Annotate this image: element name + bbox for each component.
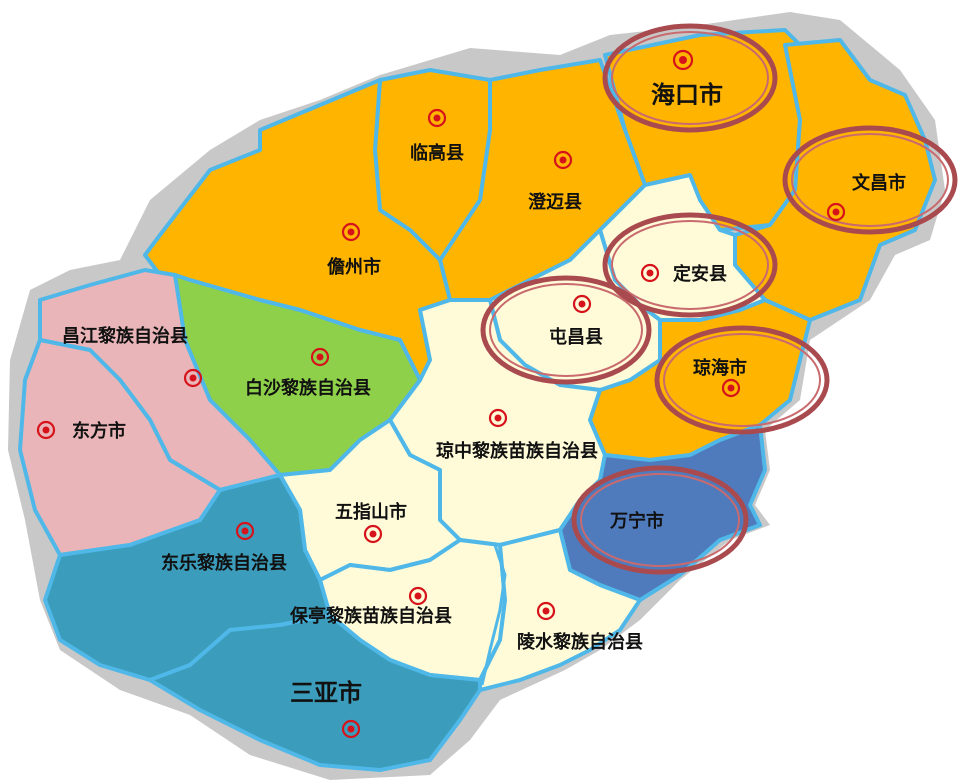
river xyxy=(480,544,507,686)
highlight-circle-icon xyxy=(654,325,830,435)
label-haikou: 海口市 xyxy=(651,81,723,109)
city-marker-icon xyxy=(341,719,361,739)
label-baoting: 保亭黎族苗族自治县 xyxy=(289,605,452,627)
label-sanya: 三亚市 xyxy=(290,679,362,707)
city-marker-icon xyxy=(721,378,741,398)
label-wuzhishan: 五指山市 xyxy=(335,501,407,523)
city-marker-icon xyxy=(672,49,694,71)
highlight-circle-icon xyxy=(602,212,778,318)
highlight-circle-icon xyxy=(480,275,652,385)
city-marker-icon xyxy=(553,150,573,170)
region-sanya[interactable] xyxy=(148,613,482,772)
region-labels: 海口市 临高县 澄迈县 文昌市 儋州市 定安县 屯昌县 昌江黎族自治县 白沙黎族… xyxy=(62,81,906,707)
highlight-circle-icon xyxy=(602,23,778,133)
city-marker-icon xyxy=(640,263,660,283)
region-lingshui[interactable] xyxy=(478,528,642,692)
city-marker-icon xyxy=(341,222,361,242)
label-lingao: 临高县 xyxy=(410,142,464,164)
label-baisha: 白沙黎族自治县 xyxy=(245,377,371,399)
label-qionghai: 琼海市 xyxy=(693,357,747,379)
city-marker-icon xyxy=(572,294,592,314)
city-marker-icon xyxy=(536,601,556,621)
city-marker-icon xyxy=(183,368,203,388)
label-chengmai: 澄迈县 xyxy=(528,191,582,213)
city-marker-icon xyxy=(310,347,330,367)
city-marker-icon xyxy=(363,524,383,544)
highlight-circles xyxy=(480,23,958,575)
label-danzhou: 儋州市 xyxy=(327,256,381,278)
city-marker-icon xyxy=(235,521,255,541)
label-dongfang: 东方市 xyxy=(72,420,126,442)
highlight-circle-icon xyxy=(782,125,958,235)
city-marker-icon xyxy=(427,108,447,128)
label-lingshui: 陵水黎族自治县 xyxy=(517,631,643,653)
label-qiongzhong: 琼中黎族苗族自治县 xyxy=(436,440,598,462)
city-marker-icon xyxy=(488,408,508,428)
region-wenchang[interactable] xyxy=(733,38,937,322)
city-marker-icon xyxy=(36,420,56,440)
city-markers xyxy=(36,49,846,739)
label-dingan: 定安县 xyxy=(673,263,727,285)
city-marker-icon xyxy=(408,586,428,606)
city-marker-icon xyxy=(826,202,846,222)
highlight-circle-icon xyxy=(571,465,749,575)
label-wenchang: 文昌市 xyxy=(852,172,906,194)
label-tunchang: 屯昌县 xyxy=(549,326,603,348)
label-wanning: 万宁市 xyxy=(609,510,664,532)
label-ledong: 东乐黎族自治县 xyxy=(161,552,287,574)
label-changjiang: 昌江黎族自治县 xyxy=(62,325,188,347)
